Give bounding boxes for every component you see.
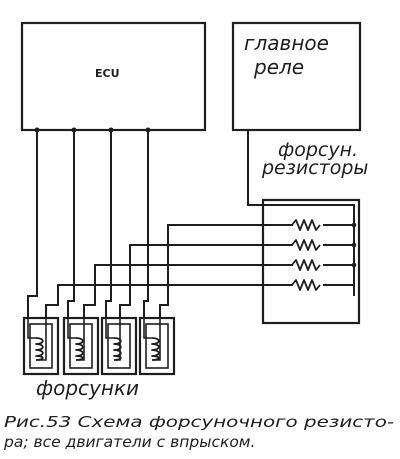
resistor-wire-2 <box>119 244 293 319</box>
main-relay-label-line1: главное <box>244 31 329 55</box>
ecu-terminal-1 <box>34 127 40 133</box>
ecu-wire-2 <box>67 129 75 319</box>
injector-4 <box>138 316 176 376</box>
ecu-wire-1 <box>27 129 38 319</box>
bus-junction-3 <box>351 262 357 268</box>
figure-caption-line1: Рис.53 Схема форсуночного резисто- <box>4 413 395 431</box>
relay-output-wire <box>247 129 355 296</box>
ecu-terminal-3 <box>108 127 114 133</box>
bus-junction-1 <box>351 222 357 228</box>
injector-2 <box>62 316 100 376</box>
resistor-3 <box>291 259 321 271</box>
resistor-wire-4 <box>45 284 293 319</box>
main-relay-label-line2: реле <box>253 55 304 79</box>
resistor-4 <box>291 279 321 291</box>
injector-3 <box>100 316 138 376</box>
resistors-label-line1: форсун. <box>278 139 358 161</box>
ecu-block <box>20 21 207 132</box>
resistors-label-line2: резисторы <box>261 157 368 179</box>
figure-caption-line2: ра; все двигатели с впрыском. <box>3 433 255 451</box>
injectors-label: форсунки <box>36 376 139 400</box>
injector-1 <box>22 316 60 376</box>
ecu-label: ECU <box>95 67 120 80</box>
ecu-terminal-2 <box>71 127 77 133</box>
main-relay-block <box>231 21 362 132</box>
ecu-terminal-4 <box>145 127 151 133</box>
resistor-wire-1 <box>159 224 293 319</box>
ecu-wire-4 <box>143 129 149 319</box>
resistor-wire-3 <box>83 264 293 319</box>
resistor-2 <box>291 239 321 251</box>
ecu-wire-3 <box>105 129 112 319</box>
resistor-1 <box>291 219 321 231</box>
bus-junction-2 <box>351 242 357 248</box>
